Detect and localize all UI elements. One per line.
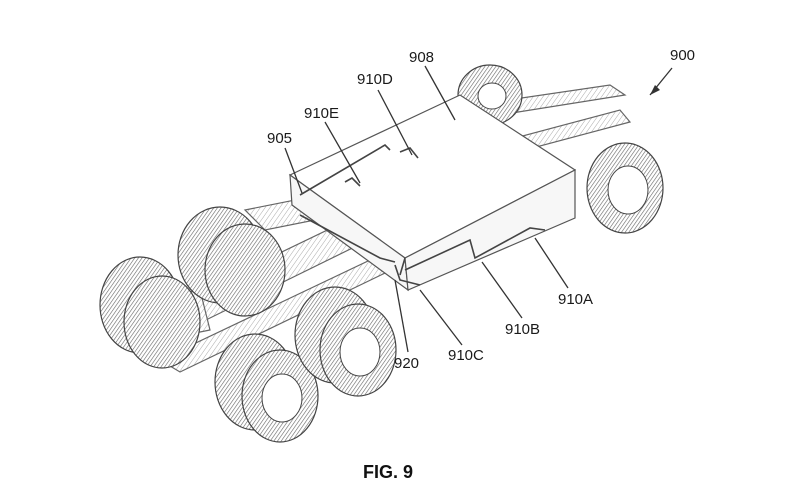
- leader-905: [284, 147, 303, 194]
- label-920: 920: [394, 355, 419, 372]
- leader-910E: [324, 121, 361, 184]
- label-900: 900: [670, 47, 695, 64]
- label-910C: 910C: [448, 347, 484, 364]
- mounting-brackets: [299, 143, 546, 286]
- arrow-900: [650, 85, 660, 95]
- reference-labels: 900 908 910D 910E 905 910A 910B 910C 920: [267, 47, 695, 372]
- figure-caption: FIG. 9: [363, 462, 413, 482]
- leader-910C: [419, 289, 463, 346]
- leader-lines: [284, 65, 673, 353]
- leader-910B: [481, 261, 523, 319]
- battery-pack: [288, 94, 577, 292]
- label-905: 905: [267, 130, 292, 147]
- leader-920: [394, 279, 409, 353]
- leader-908: [424, 65, 456, 121]
- label-910A: 910A: [558, 291, 593, 308]
- leader-910D: [377, 89, 413, 156]
- rear-wheels: [99, 206, 397, 443]
- label-910B: 910B: [505, 321, 540, 338]
- leader-910A: [534, 237, 569, 289]
- label-910D: 910D: [357, 71, 393, 88]
- label-908: 908: [409, 49, 434, 66]
- label-910E: 910E: [304, 105, 339, 122]
